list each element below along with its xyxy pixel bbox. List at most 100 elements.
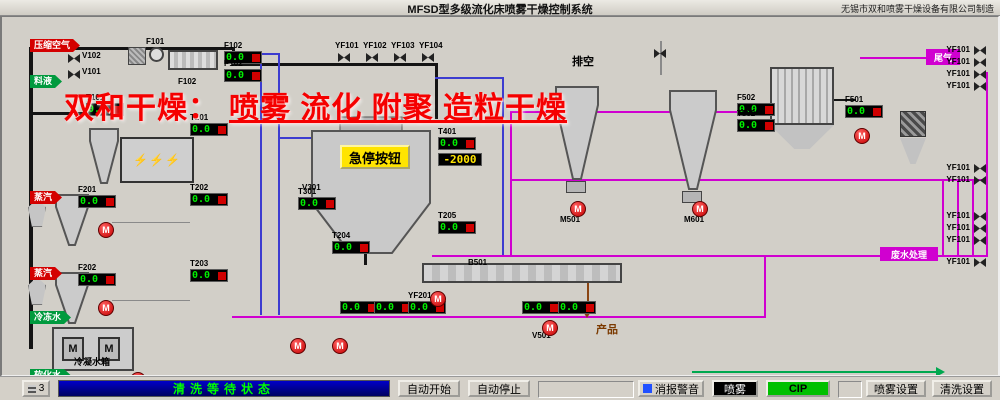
motor-icon[interactable]: M (430, 291, 446, 307)
equipment-tag: M501 (560, 215, 581, 224)
cip-button[interactable]: CIP (766, 380, 830, 397)
display-label: F502 (737, 93, 756, 102)
equipment-tag: 排空 (572, 56, 594, 68)
equipment-tag: 冷凝水箱 (74, 357, 111, 367)
pneumatic-valve[interactable] (338, 53, 350, 62)
manual-valve[interactable] (68, 70, 80, 79)
display-value: 0.0 (847, 105, 866, 117)
display-value: 0.0 (192, 269, 211, 281)
display-label: P102 (224, 59, 243, 68)
equipment-tag: V102 (82, 51, 101, 60)
page-selector-button[interactable]: 3 (22, 380, 50, 397)
spray-button[interactable]: 喷雾 (712, 380, 758, 397)
pipe (112, 222, 190, 223)
blower-fan-icon[interactable] (149, 47, 164, 62)
valve-icon (974, 164, 986, 173)
pipe (278, 53, 280, 315)
display-value: 0.0 (342, 301, 361, 313)
digital-display: 0.0 (374, 301, 412, 314)
digital-display: 0.0 (340, 301, 378, 314)
cyclone-separator[interactable] (88, 127, 120, 185)
valve-tag: YF101 (946, 223, 970, 232)
valve-icon (422, 53, 434, 62)
pneumatic-valve[interactable] (422, 53, 434, 62)
pneumatic-valve[interactable] (394, 53, 406, 62)
pipe (972, 179, 974, 257)
spray-settings-button[interactable]: 喷雾设置 (866, 380, 926, 397)
status-text: 清洗等待状态 (172, 382, 275, 396)
motor-icon[interactable]: M (290, 338, 306, 354)
pipe (502, 77, 504, 257)
motor-icon[interactable]: M (98, 222, 114, 238)
clean-settings-button[interactable]: 清洗设置 (932, 380, 992, 397)
alarm-icon (643, 384, 652, 393)
pneumatic-valve[interactable] (974, 164, 986, 173)
bag-filter[interactable] (770, 67, 834, 125)
drying-chamber[interactable] (310, 115, 432, 257)
auto-start-button[interactable]: 自动开始 (398, 380, 460, 397)
pneumatic-valve[interactable] (366, 53, 378, 62)
digital-display: 0.0 (78, 195, 116, 208)
unit-badge (873, 107, 881, 116)
unit-badge (252, 53, 260, 62)
pneumatic-valve[interactable] (974, 258, 986, 267)
air-filter (128, 47, 146, 65)
digital-display: 0.0 (845, 105, 883, 118)
valve-icon (974, 224, 986, 233)
valve-icon (68, 54, 80, 63)
valve-tag: YF101 (946, 45, 970, 54)
unit-badge (106, 197, 114, 206)
mute-alarm-button[interactable]: 消报警音 (638, 380, 704, 397)
pneumatic-valve[interactable] (974, 46, 986, 55)
motor-icon[interactable]: M (570, 201, 586, 217)
cyclone-separator[interactable] (668, 89, 718, 191)
valve-icon (974, 46, 986, 55)
emergency-stop-button[interactable]: 急停按钮 (340, 145, 410, 169)
display-value: 0.0 (376, 301, 395, 313)
manual-valve[interactable] (654, 49, 666, 58)
flow-source-label: 蒸汽 (30, 191, 62, 204)
pipe (432, 255, 988, 257)
display-value: 0.0 (192, 123, 211, 135)
digital-display: 0.0 (438, 221, 476, 234)
pneumatic-valve[interactable] (974, 70, 986, 79)
digital-display: 0.0 (224, 69, 262, 82)
watermark-slogan: 喷雾 流化 附聚 造粒干燥 (229, 92, 568, 125)
manual-valve[interactable] (68, 54, 80, 63)
motor-icon[interactable]: M (854, 128, 870, 144)
agitator-icon[interactable]: M (62, 337, 84, 361)
pipe (510, 111, 742, 113)
motor-icon[interactable]: M (98, 300, 114, 316)
cyclone-separator[interactable] (554, 85, 600, 181)
pneumatic-valve[interactable] (974, 212, 986, 221)
equipment-tag: V301 (302, 183, 321, 192)
pneumatic-valve[interactable] (974, 58, 986, 67)
fluid-bed[interactable] (422, 263, 622, 283)
unit-badge (218, 125, 226, 134)
vacuum-value: -2000 (443, 153, 477, 166)
display-value: 0.0 (334, 241, 353, 253)
unit-badge (402, 303, 410, 312)
page-title: MFSD型多级流化床喷雾干燥控制系统 (407, 4, 593, 16)
valve-tag: YF101 (946, 81, 970, 90)
pneumatic-valve[interactable] (974, 176, 986, 185)
pipe (112, 300, 190, 301)
flow-arrowhead (936, 367, 945, 375)
pneumatic-valve[interactable] (974, 224, 986, 233)
pipe (260, 53, 262, 315)
unit-badge (218, 195, 226, 204)
display-label: T203 (190, 259, 209, 268)
rotary-valve[interactable] (566, 181, 586, 193)
flow-source-label: 软化水 (30, 369, 71, 377)
rotary-valve[interactable] (682, 191, 702, 203)
motor-icon[interactable]: M (542, 320, 558, 336)
digital-display: 0.0 (190, 269, 228, 282)
motor-icon[interactable]: M (332, 338, 348, 354)
motor-icon[interactable]: M (692, 201, 708, 217)
digital-display: 0.0 (558, 301, 596, 314)
agitator-icon[interactable]: M (98, 337, 120, 361)
pneumatic-valve[interactable] (974, 236, 986, 245)
auto-stop-button[interactable]: 自动停止 (468, 380, 530, 397)
display-label: T204 (332, 231, 351, 240)
pneumatic-valve[interactable] (974, 82, 986, 91)
